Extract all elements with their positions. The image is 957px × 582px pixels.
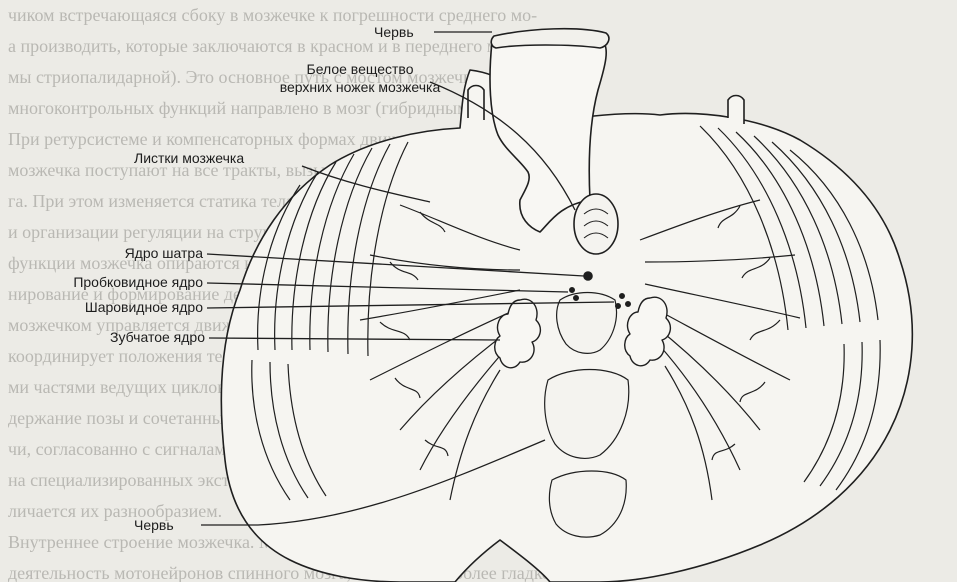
emboliform-dot-2 [574, 296, 578, 300]
label-white-matter-line2: верхних ножек мозжечка [260, 79, 460, 95]
globose-dot-2 [626, 302, 630, 306]
cerebellum-drawing [221, 29, 912, 582]
fastigial-nucleus-dot [584, 272, 592, 280]
label-vermis-bottom: Червь [134, 517, 174, 533]
emboliform-dot-1 [570, 288, 574, 292]
label-fastigial-nucleus: Ядро шатра [0, 245, 203, 261]
label-globose-nucleus: Шаровидное ядро [0, 299, 203, 315]
label-emboliform-nucleus: Пробковидное ядро [0, 274, 203, 290]
vermis-top-cap [491, 29, 609, 48]
globose-dot-1 [620, 294, 624, 298]
globose-dot-3 [616, 304, 620, 308]
label-vermis-top: Червь [374, 24, 414, 40]
label-white-matter-line1: Белое вещество [270, 61, 450, 77]
left-peduncle-stub [468, 86, 484, 121]
white-matter-oval [574, 194, 618, 254]
label-folia: Листки мозжечка [134, 150, 244, 166]
label-dentate-nucleus: Зубчатое ядро [0, 329, 205, 345]
